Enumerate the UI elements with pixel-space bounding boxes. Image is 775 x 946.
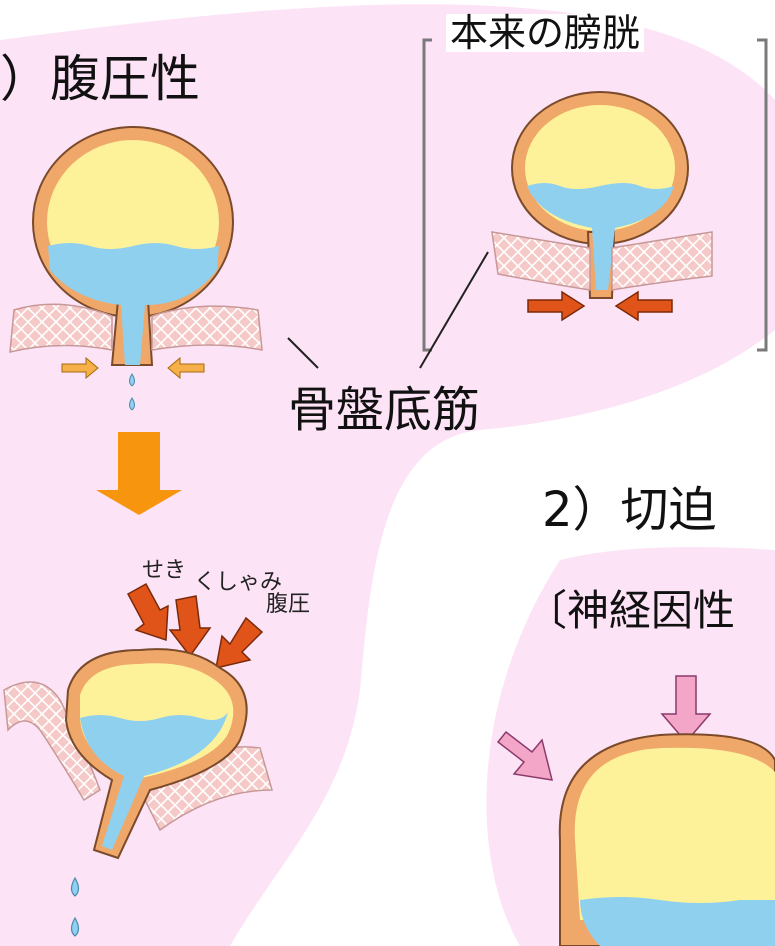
pelvic-floor-label: 骨盤底筋	[288, 382, 481, 438]
inset-bracket-right	[757, 38, 768, 352]
pelvic-floor-muscle-inset	[491, 231, 713, 291]
bladder-normal	[511, 91, 689, 299]
leader-line-inset	[419, 251, 489, 369]
transition-arrow	[96, 432, 182, 515]
urgency-arrows	[496, 675, 712, 781]
inset-title: 本来の膀胱	[446, 14, 645, 52]
squeeze-arrows-inset	[527, 290, 673, 322]
small-squeeze-arrows	[61, 356, 205, 380]
section1-title: ）腹圧性	[0, 50, 200, 108]
bladder-overactive	[558, 733, 775, 946]
bladder-compressed	[64, 648, 248, 860]
leak-drops-bottom	[70, 876, 80, 937]
section2-subtitle: 〔神経因性	[525, 586, 736, 635]
force-label-sneeze: くしゃみ	[194, 570, 283, 595]
force-label-cough: せき	[142, 558, 187, 583]
force-label-abdominal: 腹圧	[266, 592, 311, 617]
force-arrows	[126, 582, 264, 669]
inset-bracket-left	[422, 38, 432, 352]
pelvic-floor-muscle-left	[9, 303, 263, 353]
leader-line-left	[287, 337, 319, 369]
section2-title: 2）切迫	[542, 482, 717, 538]
bladder-leaking	[32, 126, 234, 366]
leak-drops-top	[129, 373, 135, 411]
